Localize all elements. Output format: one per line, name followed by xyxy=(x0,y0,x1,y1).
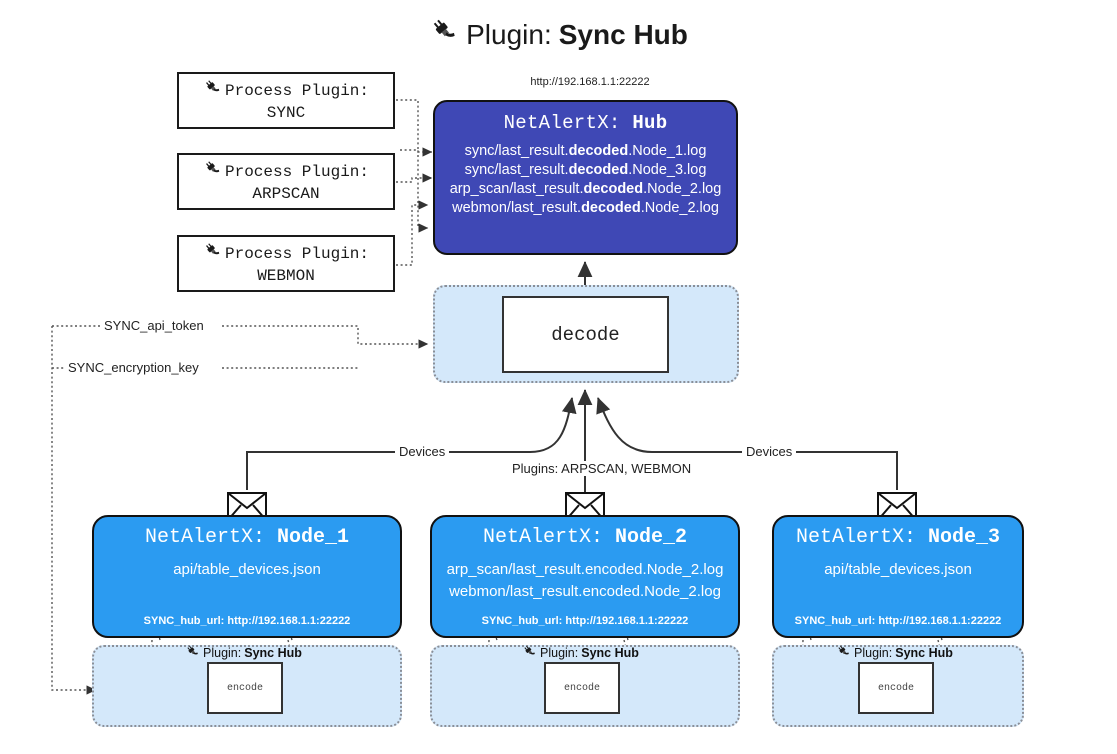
hub-title-prefix: NetAlertX: xyxy=(503,112,621,134)
encoder-caption-prefix: Plugin: xyxy=(854,646,893,660)
process-plugin-label: Process Plugin: xyxy=(224,244,370,263)
title-prefix: Plugin: xyxy=(466,18,552,50)
node-log-list: arp_scan/last_result.encoded.Node_2.log … xyxy=(447,561,724,600)
node-log-item: api/table_devices.json xyxy=(173,561,321,578)
encode-box-2[interactable]: encode xyxy=(544,662,620,714)
devices-label-left: Devices xyxy=(395,444,450,459)
encoder-caption-prefix: Plugin: xyxy=(203,646,242,660)
process-plugin-name: ARPSCAN xyxy=(252,185,320,203)
node-box-2[interactable]: NetAlertX: Node_2 arp_scan/last_result.e… xyxy=(430,515,740,638)
encoder-caption-name: Sync Hub xyxy=(895,646,953,660)
hub-log-list: sync/last_result.decoded.Node_1.log sync… xyxy=(435,143,736,216)
process-plugin-arpscan[interactable]: Process Plugin: ARPSCAN xyxy=(177,153,395,210)
process-plugin-sync[interactable]: Process Plugin: SYNC xyxy=(177,72,395,129)
encoder-caption-name: Sync Hub xyxy=(244,646,302,660)
plug-icon xyxy=(836,644,851,662)
encode-box-3[interactable]: encode xyxy=(858,662,934,714)
hub-title: NetAlertX: Hub xyxy=(435,112,736,134)
process-plugin-label: Process Plugin: xyxy=(224,162,370,181)
hub-box[interactable]: NetAlertX: Hub sync/last_result.decoded.… xyxy=(433,100,738,255)
node-title: NetAlertX: Node_1 xyxy=(144,526,350,549)
sync-api-token-label: SYNC_api_token xyxy=(100,318,208,333)
encoder-caption-name: Sync Hub xyxy=(581,646,639,660)
hub-log-item: sync/last_result.decoded.Node_1.log xyxy=(464,143,707,159)
process-plugin-name: SYNC xyxy=(266,104,306,122)
encode-box-1[interactable]: encode xyxy=(207,662,283,714)
node-hub-url: SYNC_hub_url: http://192.168.1.1:22222 xyxy=(794,615,1002,627)
plug-icon xyxy=(185,644,200,662)
encoder-caption-2: Plugin: Sync Hub xyxy=(522,644,639,662)
plug-icon xyxy=(203,78,222,103)
page-title: Plugin: Sync Hub xyxy=(0,16,1117,53)
title-name: Sync Hub xyxy=(558,18,688,50)
node-log-item: arp_scan/last_result.encoded.Node_2.log xyxy=(446,561,724,578)
node-title: NetAlertX: Node_3 xyxy=(795,526,1001,549)
process-plugin-webmon[interactable]: Process Plugin: WEBMON xyxy=(177,235,395,292)
process-plugin-name: WEBMON xyxy=(257,267,315,285)
hub-log-item: webmon/last_result.decoded.Node_2.log xyxy=(452,200,719,216)
node-hub-url: SYNC_hub_url: http://192.168.1.1:22222 xyxy=(143,615,351,627)
plug-icon xyxy=(203,241,222,266)
encoder-caption-prefix: Plugin: xyxy=(540,646,579,660)
hub-url-label: http://192.168.1.1:22222 xyxy=(530,76,650,88)
decode-box[interactable]: decode xyxy=(502,296,669,373)
encoder-caption-1: Plugin: Sync Hub xyxy=(185,644,302,662)
sync-encryption-key-label: SYNC_encryption_key xyxy=(64,360,203,375)
node-box-1[interactable]: NetAlertX: Node_1 api/table_devices.json… xyxy=(92,515,402,638)
node-log-item: webmon/last_result.encoded.Node_2.log xyxy=(449,583,721,600)
devices-label-right: Devices xyxy=(742,444,797,459)
node-hub-url: SYNC_hub_url: http://192.168.1.1:22222 xyxy=(481,615,689,627)
plug-icon xyxy=(429,16,459,53)
node-title: NetAlertX: Node_2 xyxy=(482,526,688,549)
plugins-label-center: Plugins: ARPSCAN, WEBMON xyxy=(508,461,696,476)
plug-icon xyxy=(522,644,537,662)
plug-icon xyxy=(203,159,222,184)
node-log-list: api/table_devices.json xyxy=(173,561,321,578)
hub-log-item: sync/last_result.decoded.Node_3.log xyxy=(464,162,707,178)
hub-title-name: Hub xyxy=(632,112,668,134)
node-log-list: api/table_devices.json xyxy=(824,561,972,578)
encoder-caption-3: Plugin: Sync Hub xyxy=(836,644,953,662)
node-log-item: api/table_devices.json xyxy=(824,561,972,578)
process-plugin-label: Process Plugin: xyxy=(224,81,370,100)
hub-log-item: arp_scan/last_result.decoded.Node_2.log xyxy=(449,181,722,197)
node-box-3[interactable]: NetAlertX: Node_3 api/table_devices.json… xyxy=(772,515,1024,638)
